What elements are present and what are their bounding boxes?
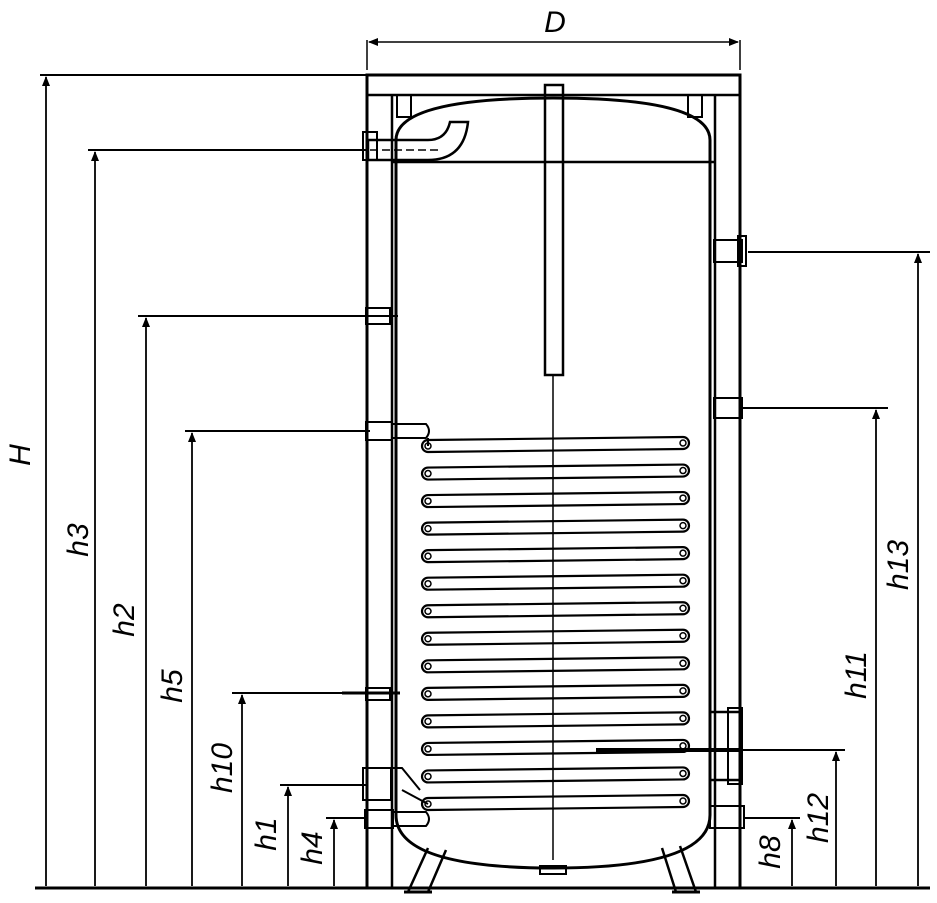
dimension-label-H: H (4, 444, 37, 466)
coil-turn-end (679, 466, 687, 475)
dimension-label-h2: h2 (108, 603, 141, 637)
coil-turn-end (424, 717, 432, 726)
dimension-lines: D Hh3 h2 h5 h10 h1 h4 h8 h12 h11 h13 (4, 6, 930, 886)
coil-turn-end (424, 745, 432, 753)
dimension-label-h13: h13 (882, 540, 915, 590)
tank-legs (404, 845, 700, 894)
tank-jacket (365, 73, 742, 890)
coil-turn-end (424, 607, 432, 615)
coil-turn-end (679, 494, 687, 502)
coil-turn (420, 656, 691, 674)
coil-turn (420, 573, 691, 591)
coil-turn-end (679, 769, 687, 778)
dimension-label-h10: h10 (206, 743, 239, 793)
coil-turn-end (679, 632, 687, 640)
coil-turn (420, 463, 691, 481)
coil-turn (420, 766, 691, 784)
dimension-label-D: D (544, 6, 566, 39)
coil-turn-end (679, 714, 687, 723)
dimension-label-h5: h5 (156, 669, 189, 703)
inner-vessel (394, 96, 712, 870)
coil-turn (420, 793, 691, 812)
heating-coil (401, 435, 691, 812)
dimension-label-h3: h3 (62, 523, 95, 557)
dimension-label-h1: h1 (250, 817, 283, 850)
coil-turn (420, 711, 691, 729)
coil-turn (420, 546, 691, 564)
left-connections (342, 120, 470, 829)
coil-turn-end (424, 635, 432, 643)
coil-turn-end (424, 552, 432, 560)
coil-turn-end (679, 687, 687, 695)
coil-turn-end (424, 469, 432, 478)
coil-turn-end (679, 549, 687, 557)
coil-turn-end (679, 521, 687, 530)
coil-outlet-lead (401, 789, 429, 805)
coil-turn-end (424, 662, 432, 671)
dimension-label-h12: h12 (802, 793, 835, 843)
coil-turn-end (424, 579, 432, 588)
coil-turn-end (424, 772, 432, 781)
dimension-label-h11: h11 (840, 651, 873, 699)
coil-turn-end (424, 497, 432, 505)
coil-turn-end (679, 439, 687, 447)
coil-turn (420, 738, 691, 757)
coil-turn (420, 601, 691, 619)
coil-turn-end (424, 690, 432, 698)
coil-turn-end (679, 604, 687, 612)
coil-turn-end (679, 659, 687, 668)
coil-turn-end (424, 524, 432, 533)
coil-turn (420, 628, 691, 646)
coil-turn (420, 435, 691, 454)
coil-turn (420, 490, 691, 509)
coil-turn-end (679, 797, 687, 805)
coil-turn (420, 683, 691, 701)
dimension-label-h8: h8 (754, 835, 787, 869)
coil-turn-end (679, 576, 687, 585)
anode-rod (543, 83, 565, 860)
dimension-label-h4: h4 (296, 831, 329, 864)
coil-turn (420, 518, 691, 536)
